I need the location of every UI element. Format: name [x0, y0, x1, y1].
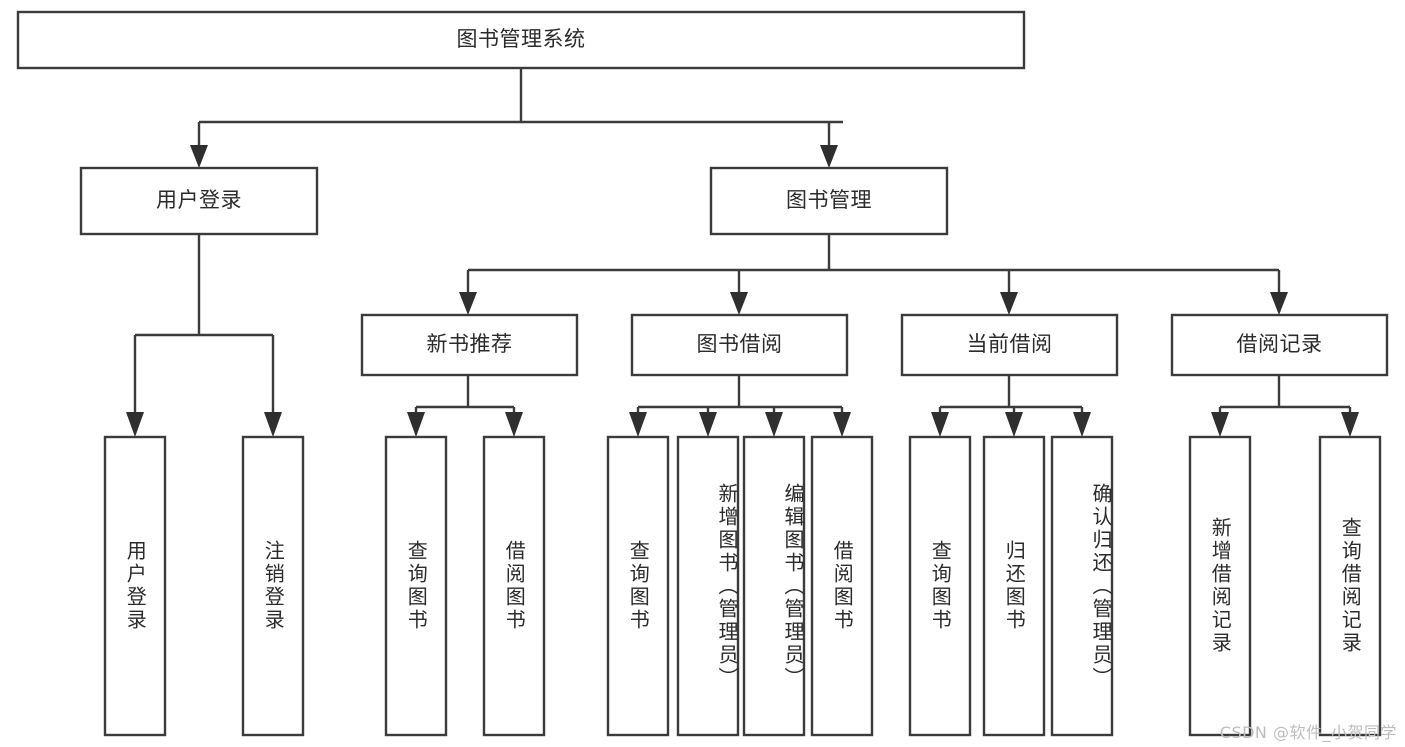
node-box-br-query-record[interactable] [1318, 435, 1382, 737]
arrowhead-user-login-do [126, 412, 144, 437]
node-box-user-logout[interactable] [241, 435, 305, 737]
connectors-borrow-record-to-leaves [1211, 375, 1359, 437]
node-box-bb-borrow-book[interactable] [810, 435, 874, 737]
connectors-book-borrow-to-leaves [629, 375, 851, 437]
connectors-root-to-level2 [190, 68, 843, 168]
connectors-new-book-recommend-to-leaves [407, 375, 523, 437]
node-box-cb-return-book[interactable] [982, 435, 1046, 737]
arrowhead-user-logout [264, 412, 282, 437]
node-box-cb-query-book[interactable] [908, 435, 972, 737]
node-box-new-book-recommend[interactable] [360, 313, 579, 377]
connectors-current-borrow-to-leaves [931, 375, 1091, 437]
arrowhead-nbr-query-book [407, 412, 425, 437]
arrowhead-bb-borrow-book [833, 412, 851, 437]
watermark: CSDN @软件_小贺同学 [1219, 723, 1397, 742]
node-box-cb-confirm-return[interactable] [1050, 435, 1114, 737]
node-box-book-borrow[interactable] [630, 313, 849, 377]
connectors-book-manage-to-level3 [459, 234, 1288, 315]
node-box-nbr-query-book[interactable] [384, 435, 448, 737]
arrowhead-bb-add-book [699, 412, 717, 437]
node-box-nbr-borrow-book[interactable] [482, 435, 546, 737]
node-box-br-add-record[interactable] [1188, 435, 1252, 737]
arrowhead-nbr-borrow-book [505, 412, 523, 437]
arrowhead-cb-confirm-return [1073, 412, 1091, 437]
arrowhead-book-manage [820, 145, 838, 168]
arrowhead-br-add-record [1211, 412, 1229, 437]
arrowhead-cb-return-book [1005, 412, 1023, 437]
node-box-borrow-record[interactable] [1170, 313, 1389, 377]
node-boxes [16, 10, 1389, 737]
arrowhead-br-query-record [1341, 412, 1359, 437]
arrowhead-bb-edit-book [765, 412, 783, 437]
node-box-bb-edit-book[interactable] [742, 435, 806, 737]
node-box-user-login[interactable] [79, 166, 319, 236]
arrowhead-borrow-record [1270, 292, 1288, 315]
arrowhead-bb-query-book [629, 412, 647, 437]
node-box-bb-query-book[interactable] [606, 435, 670, 737]
node-box-root[interactable] [16, 10, 1026, 70]
node-box-book-manage[interactable] [709, 166, 949, 236]
arrowhead-current-borrow [1000, 292, 1018, 315]
connectors-user-login-to-leaves [126, 234, 282, 437]
arrowhead-user-login [190, 145, 208, 168]
node-box-user-login-do[interactable] [103, 435, 167, 737]
node-box-current-borrow[interactable] [900, 313, 1119, 377]
node-box-bb-add-book[interactable] [676, 435, 740, 737]
arrowhead-cb-query-book [931, 412, 949, 437]
arrowhead-new-book-recommend [459, 292, 477, 315]
arrowhead-book-borrow [730, 292, 748, 315]
